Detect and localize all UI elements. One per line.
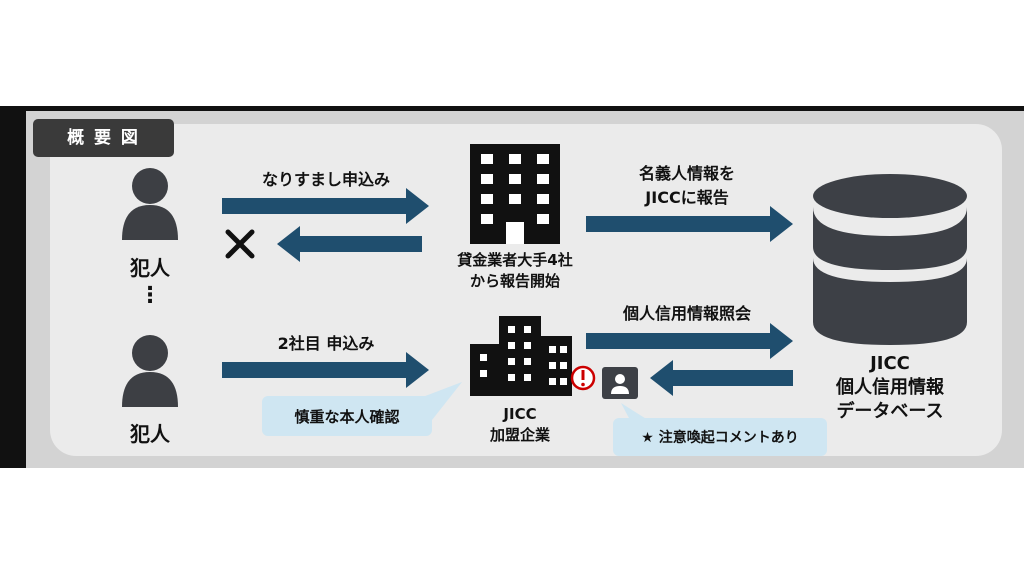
lender-building-icon <box>470 144 560 244</box>
report-label-line1: 名義人情報を <box>638 164 735 183</box>
alert-icon <box>570 365 596 391</box>
identity-check-callout: 慎重な本人確認 <box>262 396 432 436</box>
warning-callout-tail <box>621 403 648 420</box>
member-company-building-icon <box>470 316 572 396</box>
left-border-bar <box>0 106 26 468</box>
culprit-label-bottom-text: 犯人 <box>130 422 170 446</box>
person-icon-top <box>122 168 178 240</box>
inquiry-arrow <box>586 323 793 359</box>
database-label-line3: データベース <box>836 401 944 422</box>
inquiry-label-text: 個人信用情報照会 <box>622 304 751 323</box>
database-label-line2: 個人信用情報 <box>836 377 944 398</box>
second-application-label: 2社目 申込み <box>226 330 426 354</box>
database-label: JICC 個人信用情報 データベース <box>800 352 980 424</box>
report-arrow <box>586 206 793 242</box>
lender-label: 貸金業者大手4社 から報告開始 <box>432 250 598 292</box>
lender-label-line2: から報告開始 <box>469 272 560 290</box>
culprit-label-bottom: 犯人 <box>110 418 190 447</box>
reject-mark-icon <box>225 229 255 259</box>
member-company-label: JICC 加盟企業 <box>460 404 580 446</box>
overview-badge-label: 概 要 図 <box>67 128 140 148</box>
id-card-icon <box>602 367 638 399</box>
report-label: 名義人情報を JICCに報告 <box>582 162 792 210</box>
member-company-label-line2: 加盟企業 <box>489 426 550 444</box>
person-icon-bottom <box>122 335 178 407</box>
database-label-line1: JICC <box>870 353 910 374</box>
impersonation-label-text: なりすまし申込み <box>261 170 390 189</box>
warning-comment-callout-text: ★ 注意喚起コメントあり <box>641 430 799 446</box>
lender-label-line1: 貸金業者大手4社 <box>457 251 573 269</box>
member-company-label-line1: JICC <box>503 405 537 423</box>
impersonation-label: なりすまし申込み <box>226 166 426 190</box>
report-label-line2: JICCに報告 <box>645 188 729 207</box>
second-application-arrow <box>222 352 429 388</box>
inquiry-label: 個人信用情報照会 <box>582 300 792 324</box>
overview-badge: 概 要 図 <box>33 119 174 157</box>
warning-comment-callout: ★ 注意喚起コメントあり <box>613 418 827 456</box>
second-application-label-text: 2社目 申込み <box>277 334 375 353</box>
vertical-ellipsis-text: ⋮ <box>139 283 161 308</box>
rejection-arrow <box>277 226 422 262</box>
top-border-line <box>0 106 1024 111</box>
culprit-label-top-text: 犯人 <box>130 256 170 280</box>
identity-check-callout-text: 慎重な本人確認 <box>294 407 400 426</box>
warning-return-arrow <box>650 360 793 396</box>
vertical-ellipsis: ⋮ <box>135 283 165 308</box>
culprit-label-top: 犯人 <box>110 252 190 281</box>
impersonation-arrow <box>222 188 429 224</box>
database-icon <box>813 174 967 345</box>
